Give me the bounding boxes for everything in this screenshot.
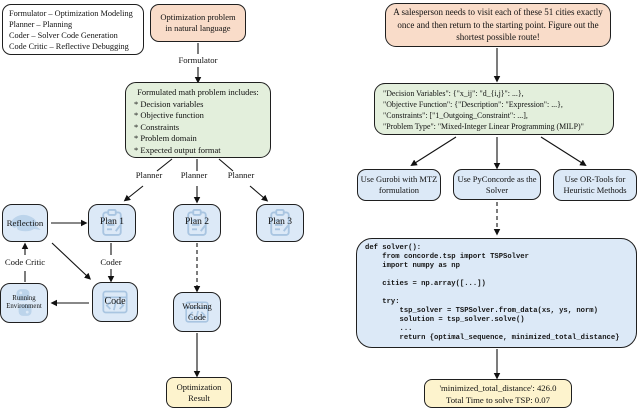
reflection-box: Reflection [2, 204, 48, 242]
plan1-label: Plan 1 [99, 217, 124, 228]
legend-line: Coder – Solver Code Generation [9, 31, 118, 40]
solver-option-ortools: Use OR-Tools for Heuristic Methods [553, 169, 637, 201]
plan3-label: Plan 3 [267, 217, 292, 228]
whale-icon [3, 205, 47, 241]
running-environment-label: Running Environment [6, 294, 42, 310]
json-line: "Constraints": ["1_Outgoing_Constraint":… [383, 111, 528, 120]
plan1-box: Plan 1 [88, 204, 136, 242]
legend-line: Code Critic – Reflective Debugging [9, 42, 129, 51]
formulated-title: Formulated math problem includes: [137, 87, 259, 97]
tsp-problem-box: A salesperson needs to visit each of the… [385, 3, 611, 47]
formulated-json-box: "Decision Variables": {"x_ij": "d_{i,j}"… [374, 83, 614, 135]
code-label: Code [104, 295, 126, 307]
clipboard-icon [174, 205, 220, 241]
code-box: Code [92, 282, 138, 322]
python-icon [1, 284, 47, 322]
formulated-bullet: * Constraints [134, 121, 180, 132]
plan2-box: Plan 2 [173, 204, 221, 242]
plan2-label: Plan 2 [184, 217, 209, 228]
formulated-problem-box: Formulated math problem includes: * Deci… [125, 82, 271, 158]
planner-edge-label-1: Planner [135, 170, 163, 180]
working-code-box: Working Code [173, 292, 221, 332]
optimization-result-box: Optimization Result [166, 377, 232, 408]
tsp-result-box: 'minimized_total_distance': 426.0 Total … [424, 379, 572, 408]
legend-line: Formulator – Optimization Modeling [9, 9, 133, 18]
code-critic-edge-label: Code Critic [4, 257, 46, 267]
legend-line: Planner – Planning [9, 20, 73, 29]
formulated-bullet: * Decision variables [134, 98, 204, 109]
reflection-label: Reflection [6, 217, 44, 228]
json-line: "Objective Function": {"Description": "E… [383, 100, 563, 109]
planner-edge-label-3: Planner [227, 170, 255, 180]
json-line: "Problem Type": "Mixed-Integer Linear Pr… [383, 122, 584, 131]
working-code-label: Working Code [182, 301, 212, 322]
planner-edge-label-2: Planner [180, 170, 208, 180]
running-environment-box: Running Environment [0, 283, 48, 323]
clipboard-icon [257, 205, 303, 241]
formulated-bullet: * Objective function [134, 110, 204, 120]
clipboard-icon [89, 205, 135, 241]
solver-code-box: def solver(): from concorde.tsp import T… [356, 238, 637, 348]
result-line: 'minimized_total_distance': 426.0 [439, 383, 557, 393]
plan3-box: Plan 3 [256, 204, 304, 242]
formulated-bullet: * Problem domain [134, 133, 197, 143]
coder-edge-label: Coder [100, 257, 122, 267]
json-line: "Decision Variables": {"x_ij": "d_{i,j}"… [383, 89, 524, 98]
result-line: Total Time to solve TSP: 0.07 [446, 395, 550, 405]
code-window-icon [93, 283, 137, 321]
nl-problem-box: Optimization problem in natural language [150, 4, 246, 42]
solver-code-text: def solver(): from concorde.tsp import T… [365, 244, 620, 342]
solver-option-pyconcorde: Use PyConcorde as the Solver [453, 169, 541, 200]
agent-legend: Formulator – Optimization Modeling Plann… [2, 4, 144, 55]
formulator-edge-label: Formulator [178, 55, 218, 65]
code-window-icon [174, 293, 220, 331]
formulated-bullet: * Expected output format [134, 144, 221, 155]
solver-option-gurobi: Use Gurobi with MTZ formulation [357, 169, 441, 201]
